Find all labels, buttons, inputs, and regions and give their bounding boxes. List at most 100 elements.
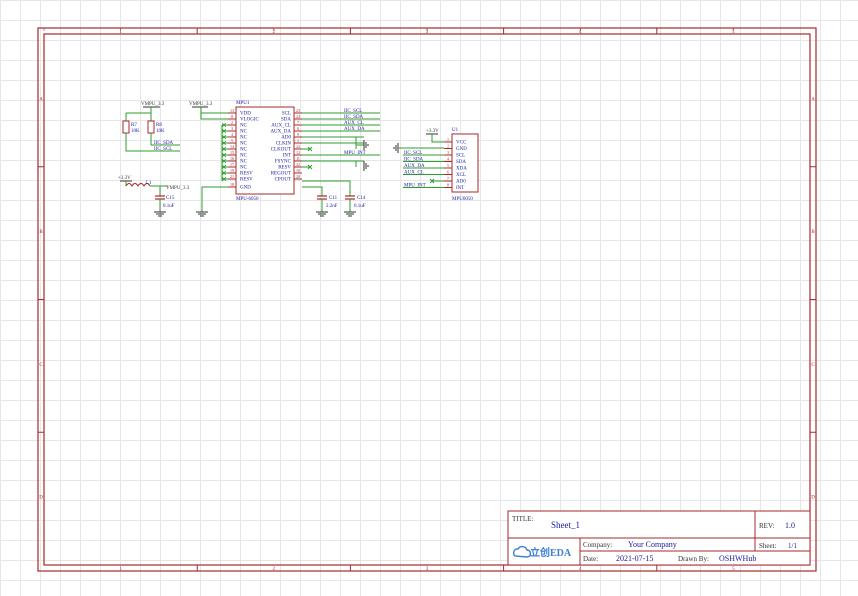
cloud-logo-icon xyxy=(512,545,532,558)
no-connect-icon xyxy=(307,164,313,170)
header-name: MPU6050 xyxy=(452,197,473,202)
ic1-net-label[interactable]: IIC_SDA xyxy=(344,115,364,120)
header-body[interactable] xyxy=(451,133,479,193)
ic1-body[interactable] xyxy=(235,106,295,195)
mpu6050-header[interactable]: +3.3V U1 MPU6050 1VCC2GND3SCLIIC_SCL4SDA… xyxy=(393,128,479,202)
header-pin-name: SCL xyxy=(456,154,465,159)
header-pin-number: 2 xyxy=(447,144,449,149)
header-pin-name: XDA xyxy=(456,167,467,172)
no-connect-icon xyxy=(221,158,227,164)
ic1-right-pin-number: 6 xyxy=(297,126,299,131)
c14-ref: C14 xyxy=(357,196,366,201)
ic1-right-pin-name: RESV xyxy=(278,166,291,171)
ruler-col-top-3: 3 xyxy=(426,30,429,35)
ic1-left-pin-name: VLOGIC xyxy=(240,118,260,123)
company-value[interactable]: Your Company xyxy=(628,540,677,549)
header-net-label[interactable]: AUX_CL xyxy=(404,171,424,176)
ic1-right-pin-name: AD0 xyxy=(281,136,291,141)
ic1-net-label[interactable]: MPU_INT xyxy=(344,151,366,156)
header-net-label[interactable]: AUX_DA xyxy=(404,164,425,169)
header-pins: 1VCC2GND3SCLIIC_SCL4SDAIIC_SDA5XDAAUX_DA… xyxy=(403,137,467,191)
ic1-left-pin-name: NC xyxy=(240,166,248,171)
c14-wire xyxy=(302,180,351,196)
header-pin-name: VCC xyxy=(456,141,467,146)
c11-value: 2.2nF xyxy=(326,204,338,209)
ic1-left-pin-number: 3 xyxy=(231,126,233,131)
ic1-ref: MPU1 xyxy=(236,101,250,106)
r8-body[interactable] xyxy=(147,120,155,134)
header-net-label[interactable]: IIC_SCL xyxy=(404,151,422,156)
ic1-net-label[interactable]: AUX_DA xyxy=(344,127,365,132)
r8-to-sda-wire xyxy=(150,133,180,146)
ic1-right-pin-name: SDA xyxy=(281,118,291,123)
ic1-right-pin-name: REGOUT xyxy=(271,172,291,177)
date-label: Date: xyxy=(583,555,598,563)
r7-to-scl-wire xyxy=(125,133,180,152)
ic1-left-pin-number: 5 xyxy=(231,138,233,143)
c14-ground-icon xyxy=(344,211,356,217)
header-net-label[interactable]: IIC_SDA xyxy=(404,158,424,163)
c15-ref: C15 xyxy=(166,196,175,201)
ruler-row-right-A: A xyxy=(811,97,815,102)
pullup-power-label: VMPU_3.3 xyxy=(141,102,165,107)
title-block[interactable]: TITLE: Sheet_1 REV: 1.0 Company: Your Co… xyxy=(507,510,811,566)
header-pin-number: 5 xyxy=(447,163,449,168)
inductor-filter[interactable]: +3.3V L1 VMPU_3.3 C15 0.1uF xyxy=(118,176,190,217)
header-pin-name: AD0 xyxy=(456,180,466,185)
drawn-value[interactable]: OSHWHub xyxy=(719,554,756,563)
pullup-net-scl[interactable]: IIC_SCL xyxy=(154,147,172,152)
ic1-right-pin-number: 23 xyxy=(296,108,300,113)
ic1-right-pin-name: CLKIN xyxy=(276,142,292,147)
ic1-right-pin-name: CLKOUT xyxy=(271,148,291,153)
ruler-col-bottom-4: 4 xyxy=(579,567,582,572)
ic1-left-pin-number: 14 xyxy=(230,144,234,149)
c11-wire xyxy=(302,186,323,196)
mpu6050-ic[interactable]: VMPU_3.3 MPU1 MPU-6050 13VDD8VLOGIC2NC3N… xyxy=(189,101,380,217)
ic1-left-pin-number: 17 xyxy=(230,162,234,167)
company-label: Company: xyxy=(583,541,612,549)
header-pin-name: XCL xyxy=(456,173,466,178)
ruler-row-left-B: B xyxy=(39,230,43,235)
ic1-left-pin-name: NC xyxy=(240,154,248,159)
ic1-left-pin-number: 2 xyxy=(231,120,233,125)
ic1-net-label[interactable]: AUX_CL xyxy=(344,121,364,126)
header-pin-name: GND xyxy=(456,147,467,152)
sheet-value[interactable]: 1/1 xyxy=(788,542,797,550)
ic1-left-pin-name: VDD xyxy=(240,112,251,117)
pullup-net-sda[interactable]: IIC_SDA xyxy=(154,141,174,146)
header-pin-number: 4 xyxy=(447,157,449,162)
ic1-left-pin-name: NC xyxy=(240,160,248,165)
ic1-power-wire xyxy=(200,107,228,120)
header-net-label[interactable]: MPU_INT xyxy=(404,184,426,189)
no-connect-icon xyxy=(429,178,435,184)
inductor-coil[interactable] xyxy=(125,183,151,187)
header-pin-name: SDA xyxy=(456,160,466,165)
title-value[interactable]: Sheet_1 xyxy=(551,520,580,530)
rev-value[interactable]: 1.0 xyxy=(785,521,795,530)
no-connect-icon xyxy=(221,122,227,128)
ic1-left-pin-number: 16 xyxy=(230,156,234,161)
sheet-outer-border xyxy=(37,27,817,572)
r7-body[interactable] xyxy=(122,120,130,134)
ic1-net-label[interactable]: IIC_SCL xyxy=(344,109,362,114)
pullup-resistors[interactable]: VMPU_3.3 R7 10K R8 10K IIC_SDA IIC_SCL xyxy=(122,102,180,152)
ic1-left-pin-name: NC xyxy=(240,130,248,135)
ruler-col-bottom-5: 5 xyxy=(732,567,735,572)
header-ref: U1 xyxy=(452,128,459,133)
ruler-col-bottom-2: 2 xyxy=(273,567,276,572)
ic1-right-pin-number: 20 xyxy=(296,174,300,179)
ic1-right-pin-number: 10 xyxy=(296,168,300,173)
no-connect-icon xyxy=(221,176,227,182)
header-pin-number: 1 xyxy=(447,137,449,142)
ic1-left-pins: 13VDD8VLOGIC2NC3NC4NC5NC14NC15NC16NC17NC… xyxy=(221,108,260,191)
filter-output-label: VMPU_3.3 xyxy=(166,186,190,191)
sheet-inner-border xyxy=(43,33,811,566)
rev-label: REV: xyxy=(759,522,774,530)
ic1-name: MPU-6050 xyxy=(236,197,259,202)
date-value[interactable]: 2021-07-15 xyxy=(616,554,653,563)
no-connect-icon xyxy=(221,128,227,134)
